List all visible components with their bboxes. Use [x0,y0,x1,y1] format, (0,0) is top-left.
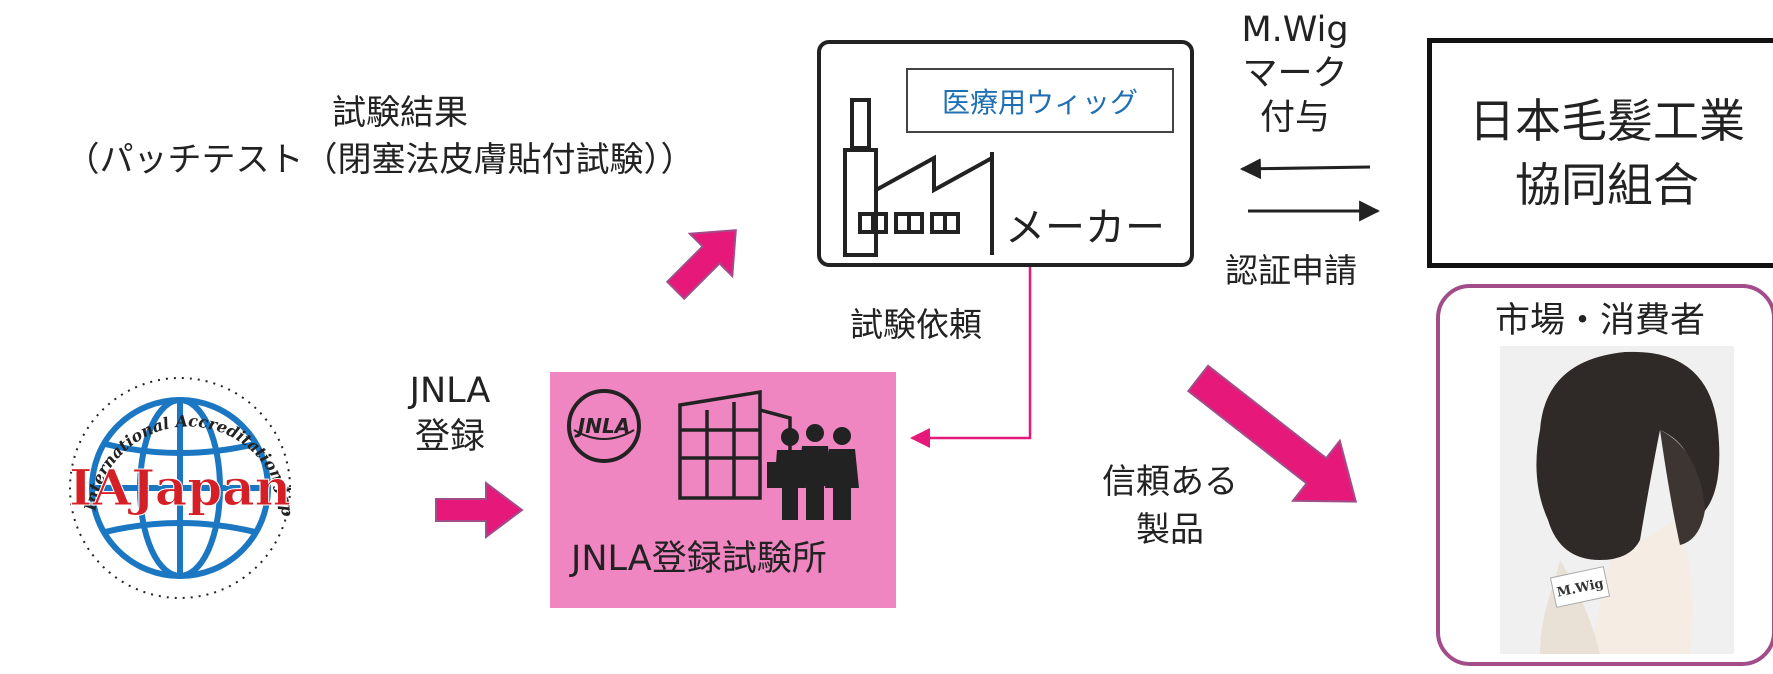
reliable-product-line1: 信頼ある [1102,462,1238,502]
manufacturer-box [817,40,1194,267]
test-result-detail: （パッチテスト（閉塞法皮膚貼付試験）） [65,140,695,180]
association-name-line1: 日本毛髪工業 [1469,94,1745,148]
mark-grant-arrow [1239,158,1371,180]
factory-icon [843,98,994,257]
ia-japan-logo: International Accreditation Japan IAJapa… [0,0,303,611]
jnla-registration-arrow [435,481,524,539]
jnla-logo-text: JNLA [574,414,630,438]
wig-mannequin-illustration: M.Wig [1500,346,1734,654]
certification-application-label: 認証申請 [1225,251,1357,290]
test-request-label: 試験依頼 [850,305,982,344]
jnla-registration-line1: JNLA [409,371,491,411]
test-result-arrow [665,229,737,301]
mwig-mark-line1: M.Wig [1241,10,1349,50]
jnla-logo: JNLA [567,389,641,463]
reliable-product-label: 信頼ある 製品 [1095,458,1245,554]
mwig-mark-line2: マーク [1242,54,1348,94]
test-result-title: 試験結果 [332,93,468,133]
medical-wig-label: 医療用ウィッグ [906,68,1174,133]
association-box: 日本毛髪工業 協同組合 [1427,38,1773,268]
reliable-product-line2: 製品 [1136,510,1204,550]
mwig-mark-line3: 付与 [1259,98,1330,138]
association-name-line2: 協同組合 [1515,158,1699,212]
mwig-mark-label: M.Wig マーク 付与 [1215,8,1375,140]
jnla-lab-label: JNLA登録試験所 [571,539,827,579]
jnla-registration-label: JNLA 登録 [390,368,510,460]
reliable-product-arrow [1186,364,1358,503]
ia-japan-logo-text: IAJapan [69,458,291,517]
manufacturer-label: メーカー [1005,205,1165,251]
jnla-registration-line2: 登録 [414,417,485,457]
globe-icon [89,397,271,579]
market-consumer-label: 市場・消費者 [1495,301,1706,341]
people-group-icon [767,424,859,520]
test-request-arrow [910,267,1032,448]
